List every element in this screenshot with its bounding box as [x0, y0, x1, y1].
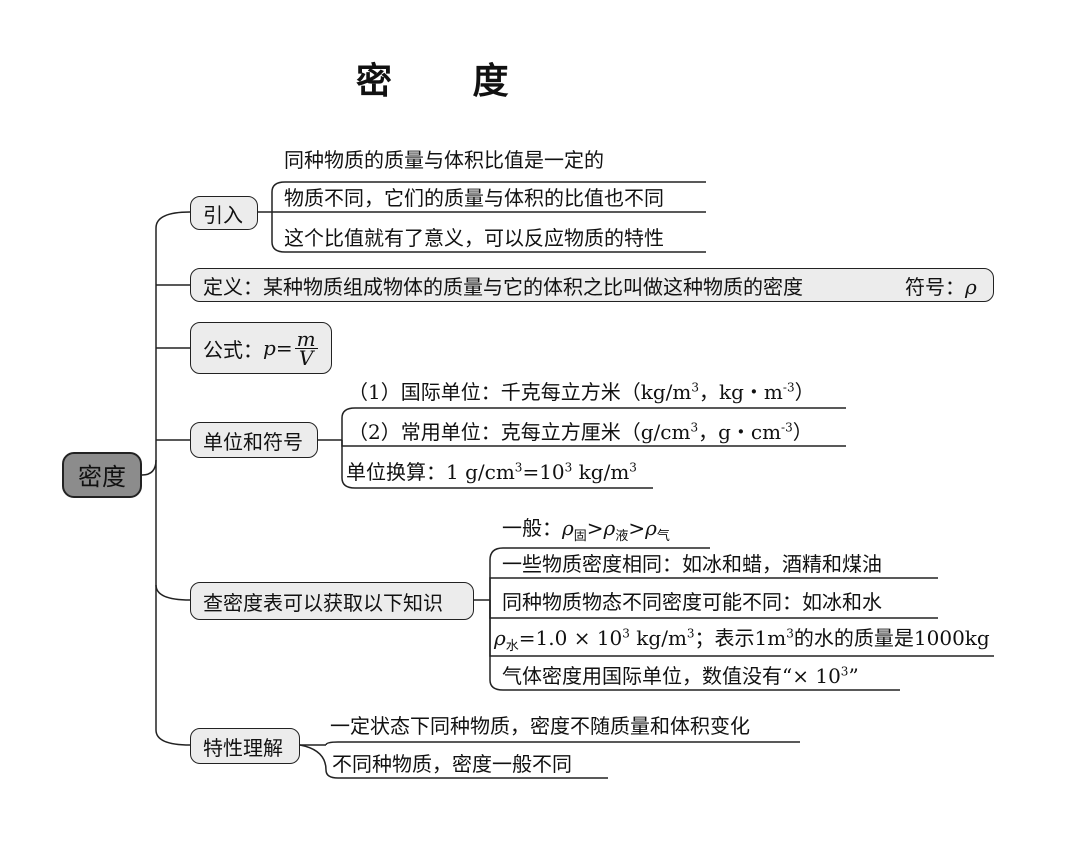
formula-var: p: [263, 336, 276, 360]
branch-property: 特性理解: [190, 728, 300, 764]
branch-units: 单位和符号: [190, 422, 318, 458]
property-item: 不同种物质，密度一般不同: [332, 752, 572, 776]
intro-item: 这个比值就有了意义，可以反应物质的特性: [284, 226, 664, 250]
table-item: 一些物质密度相同：如冰和蜡，酒精和煤油: [502, 552, 882, 576]
branch-intro: 引入: [190, 196, 258, 230]
intro-item: 同种物质的质量与体积比值是一定的: [284, 148, 604, 172]
units-conversion: 单位换算：1 g/cm3=103 kg/m3: [346, 460, 637, 484]
branch-table-label: 查密度表可以获取以下知识: [203, 590, 443, 615]
branch-formula: 公式： p = m V: [190, 322, 332, 374]
branch-property-label: 特性理解: [203, 735, 283, 760]
intro-item: 物质不同，它们的质量与体积的比值也不同: [284, 186, 664, 210]
table-gas: 气体密度用国际单位，数值没有“× 103”: [502, 664, 859, 688]
page-title: 密 度: [356, 60, 543, 102]
definition-text: 定义：某种物质组成物体的质量与它的体积之比叫做这种物质的密度: [203, 274, 803, 299]
table-item: 同种物质物态不同密度可能不同：如冰和水: [502, 590, 882, 614]
formula-fraction: m V: [294, 326, 318, 370]
formula-prefix: 公式：: [203, 337, 263, 362]
branch-density-table: 查密度表可以获取以下知识: [190, 582, 474, 620]
definition-symbol: 符号：ρ: [905, 274, 977, 299]
table-general: 一般：ρ固>ρ液>ρ气: [502, 516, 670, 544]
table-water: ρ水=1.0 × 103 kg/m3；表示1m3的水的质量是1000kg: [494, 626, 990, 654]
branch-definition: 定义：某种物质组成物体的质量与它的体积之比叫做这种物质的密度 符号：ρ: [190, 268, 994, 302]
units-si: （1）国际单位：千克每立方米（kg/m3，kg・m-3）: [348, 380, 815, 404]
branch-intro-label: 引入: [203, 202, 243, 227]
property-item: 一定状态下同种物质，密度不随质量和体积变化: [330, 714, 750, 738]
units-common: （2）常用单位：克每立方厘米（g/cm3，g・cm-3）: [348, 420, 813, 444]
root-node-density: 密度: [62, 452, 142, 498]
branch-units-label: 单位和符号: [203, 429, 303, 454]
